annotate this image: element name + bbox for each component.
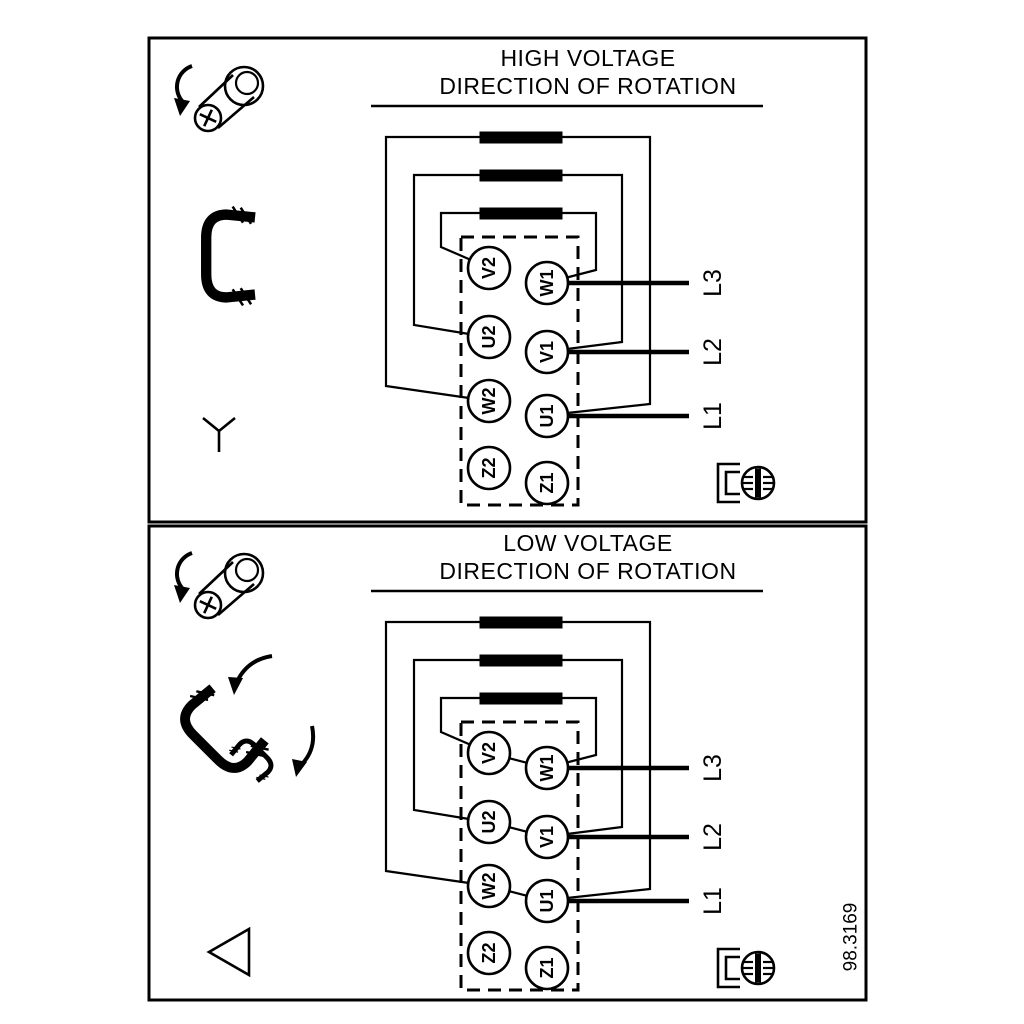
high-voltage-panel-frame: [147, 36, 868, 524]
terminal-circle: [466, 863, 512, 909]
jumper-wiring: [384, 131, 652, 415]
figure-number: 98.3169: [841, 903, 862, 972]
supply-lines: L3 L2 L1: [568, 754, 727, 915]
terminal-circle: [524, 460, 570, 506]
terminal-circle: [466, 378, 512, 424]
wire: [412, 658, 480, 821]
terminal-circle: [466, 930, 512, 976]
delta-jumper-links-icon: [172, 654, 316, 783]
terminal-label: Z2: [479, 457, 499, 478]
wire: [562, 211, 598, 280]
terminal-circle: [466, 730, 512, 776]
star-connection-icon: [202, 416, 236, 452]
jumper-bar: [479, 207, 563, 220]
wire: [562, 696, 598, 765]
panel-title: HIGH VOLTAGE: [500, 45, 675, 71]
terminal-label: W2: [479, 388, 499, 415]
low-voltage-panel: LOW VOLTAGE DIRECTION OF ROTATION: [172, 530, 862, 992]
terminal-label: U2: [479, 325, 499, 348]
terminal-block-outline: [459, 720, 580, 992]
terminal-label: Z1: [537, 472, 557, 493]
terminal-label: Z1: [537, 957, 557, 978]
wire: [412, 173, 480, 336]
rotate-arrow-icon: [292, 725, 316, 777]
wire: [562, 658, 624, 836]
rotate-arrow-icon: [228, 654, 273, 695]
clamp-screw-icon: [716, 462, 776, 504]
wire: [562, 620, 652, 900]
jumper-bar: [479, 654, 563, 667]
terminal-label: V1: [537, 341, 557, 363]
high-voltage-panel: HIGH VOLTAGE DIRECTION OF ROTATION V2: [172, 45, 776, 507]
panel-subtitle: DIRECTION OF ROTATION: [439, 558, 736, 584]
terminal-block-outline: [459, 235, 580, 507]
terminal-circle: [524, 945, 570, 991]
wire: [562, 135, 652, 415]
jumper-bar: [479, 692, 563, 705]
terminal-block: V2 U2 W2 Z2 W1 V1 U1 Z1: [466, 730, 570, 991]
wire: [439, 696, 480, 747]
supply-line-label: L1: [699, 887, 727, 915]
terminal-label: W1: [537, 270, 557, 297]
terminal-circle: [466, 445, 512, 491]
terminal-label: W1: [537, 755, 557, 782]
low-voltage-panel-frame: [147, 524, 868, 1002]
terminal-label: Z2: [479, 942, 499, 963]
terminal-circle: [466, 245, 512, 291]
terminal-label: U1: [537, 404, 557, 427]
wire: [384, 135, 480, 400]
jumper-bar: [479, 131, 563, 144]
wire: [439, 211, 480, 262]
delta-connection-icon: [206, 926, 251, 978]
wire: [384, 620, 480, 885]
clamp-screw-icon: [716, 947, 776, 989]
jumper-bar: [479, 616, 563, 629]
low-voltage-diagram: V2 U2 W2 Z2 W1 V1 U1 Z1 L3: [384, 616, 727, 992]
terminal-label: W2: [479, 873, 499, 900]
rotation-screw-icon: [172, 64, 265, 133]
terminal-label: U1: [537, 889, 557, 912]
supply-line-label: L3: [699, 269, 727, 297]
terminal-label: V2: [479, 742, 499, 764]
terminal-label: V1: [537, 826, 557, 848]
jumper-wiring: [384, 616, 652, 900]
terminal-label: U2: [479, 810, 499, 833]
supply-lines: L3 L2 L1: [568, 269, 727, 430]
terminal-circle: [466, 314, 512, 360]
jumper-link-icon: [206, 207, 251, 306]
panel-title: LOW VOLTAGE: [503, 530, 673, 556]
jumper-bar: [479, 169, 563, 182]
terminal-label: V2: [479, 257, 499, 279]
wire: [562, 173, 624, 351]
terminal-block: V2 U2 W2 Z2 W1 V1 U1 Z1: [466, 245, 570, 506]
supply-line-label: L1: [699, 402, 727, 430]
rotation-screw-icon: [172, 551, 265, 620]
supply-line-label: L3: [699, 754, 727, 782]
terminal-circle: [466, 799, 512, 845]
panel-subtitle: DIRECTION OF ROTATION: [439, 73, 736, 99]
supply-line-label: L2: [699, 823, 727, 851]
supply-line-label: L2: [699, 338, 727, 366]
